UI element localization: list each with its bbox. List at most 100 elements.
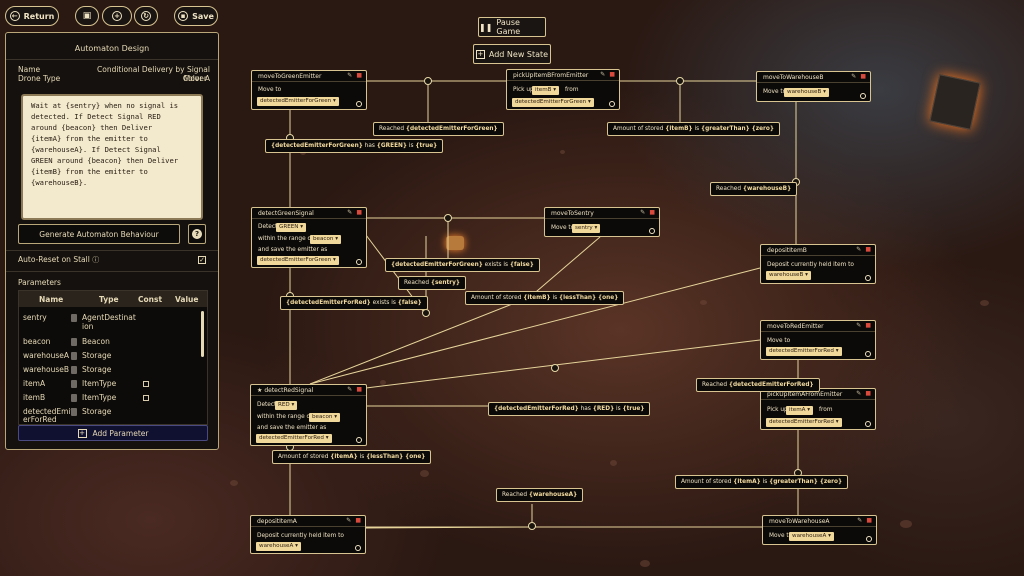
table-row[interactable]: warehouseB Storage (23, 365, 112, 374)
param-chip[interactable]: GREEN ▾ (276, 223, 307, 232)
param-chip[interactable]: itemB ▾ (532, 86, 560, 95)
param-chip[interactable]: beacon ▾ (309, 413, 341, 422)
table-row[interactable]: detectedEmitt erForRed Storage (23, 407, 112, 424)
edit-icon[interactable]: ✎ (347, 72, 353, 79)
connector-handle[interactable] (649, 228, 655, 234)
autoreset-checkbox[interactable]: ✓ (198, 256, 206, 264)
state-node-depositItemB[interactable]: depositItemB ✎■ Deposit currently held i… (760, 244, 876, 284)
connector-handle[interactable] (860, 93, 866, 99)
drone-type-value[interactable]: Mover (183, 74, 207, 83)
table-row[interactable]: sentry AgentDestinat ion (23, 313, 136, 331)
trash-icon[interactable] (71, 366, 77, 374)
param-chip[interactable]: warehouseA ▾ (789, 532, 834, 541)
trash-icon[interactable] (71, 338, 77, 346)
param-chip[interactable]: detectedEmitterForRed ▾ (766, 418, 842, 427)
state-node-moveToGreenEmitter[interactable]: moveToGreenEmitter ✎■ Move to detectedEm… (251, 70, 367, 110)
delete-icon[interactable]: ■ (865, 246, 871, 253)
edit-icon[interactable]: ✎ (851, 73, 857, 80)
edit-icon[interactable]: ✎ (347, 386, 353, 393)
transition-condition[interactable]: Amount of stored {itemB} is {lessThan} {… (465, 291, 625, 305)
transition-condition[interactable]: Amount of stored {itemB} is {greaterThan… (607, 122, 781, 136)
delete-icon[interactable]: ■ (649, 209, 655, 216)
edit-icon[interactable]: ✎ (857, 517, 863, 524)
state-node-detectGreenSignal[interactable]: detectGreenSignal ✎■ Detect GREEN ▾ with… (251, 207, 367, 268)
table-row[interactable]: itemB ItemType (19, 391, 199, 405)
param-chip[interactable]: detectedEmitterForGreen ▾ (257, 97, 339, 106)
param-chip[interactable]: warehouseA ▾ (256, 542, 301, 551)
param-chip[interactable]: warehouseB ▾ (784, 88, 829, 97)
const-checkbox[interactable] (143, 395, 149, 401)
name-value[interactable]: Conditional Delivery by Signal Color A (97, 65, 210, 83)
delete-icon[interactable]: ■ (356, 209, 362, 216)
edit-icon[interactable]: ✎ (640, 209, 646, 216)
table-scrollbar[interactable] (201, 311, 204, 357)
pause-game-button[interactable]: ❚❚ Pause Game (478, 17, 546, 37)
table-row[interactable]: warehouseA Storage (23, 351, 112, 360)
param-chip[interactable]: itemA ▾ (786, 406, 814, 415)
trash-icon[interactable] (71, 394, 77, 402)
transition-condition[interactable]: {detectedEmitterForRed} has {RED} is {tr… (488, 402, 651, 416)
table-row[interactable]: beacon Beacon (23, 337, 110, 346)
state-node-pickUpItemAFromEmitter[interactable]: pickUpItemAFromEmitter ✎■ Pick up itemA … (760, 388, 876, 430)
delete-icon[interactable]: ■ (355, 517, 361, 524)
edit-icon[interactable]: ✎ (856, 246, 862, 253)
delete-icon[interactable]: ■ (865, 390, 871, 397)
delete-icon[interactable]: ■ (860, 73, 866, 80)
help-button[interactable]: ? (188, 224, 206, 244)
edit-icon[interactable]: ✎ (856, 390, 862, 397)
param-chip[interactable]: detectedEmitterForGreen ▾ (512, 98, 594, 107)
trash-icon[interactable] (71, 314, 77, 322)
return-button[interactable]: ← Return (5, 6, 59, 26)
transition-condition[interactable]: Reached {detectedEmitterForGreen} (373, 122, 504, 136)
connector-handle[interactable] (355, 545, 361, 551)
state-node-depositItemA[interactable]: depositItemA ✎■ Deposit currently held i… (250, 515, 366, 554)
connector-handle[interactable] (356, 259, 362, 265)
connector-handle[interactable] (865, 421, 871, 427)
transition-condition[interactable]: Reached {warehouseB} (710, 182, 798, 196)
param-chip[interactable]: beacon ▾ (310, 235, 342, 244)
param-chip[interactable]: detectedEmitterForGreen ▾ (257, 256, 339, 265)
refresh-button[interactable]: ↻ (134, 6, 158, 26)
table-row[interactable]: itemA ItemType (19, 377, 199, 391)
description-textarea[interactable]: Wait at {sentry} when no signal is detec… (21, 94, 203, 220)
edit-icon[interactable]: ✎ (856, 322, 862, 329)
transition-condition[interactable]: Amount of stored {itemA} is {greaterThan… (675, 475, 849, 489)
state-node-moveToRedEmitter[interactable]: moveToRedEmitter ✎■ Move to detectedEmit… (760, 320, 876, 360)
generate-behaviour-button[interactable]: Generate Automaton Behaviour (18, 224, 180, 244)
connector-handle[interactable] (356, 437, 362, 443)
delete-icon[interactable]: ■ (609, 71, 615, 78)
transition-condition[interactable]: Amount of stored {itemA} is {lessThan} {… (272, 450, 432, 464)
edit-icon[interactable]: ✎ (347, 209, 353, 216)
add-new-state-button[interactable]: + Add New State (473, 44, 551, 64)
transition-condition[interactable]: {detectedEmitterForGreen} has {GREEN} is… (265, 139, 444, 153)
add-parameter-button[interactable]: + Add Parameter (18, 425, 208, 441)
const-checkbox[interactable] (143, 381, 149, 387)
param-chip[interactable]: detectedEmitterForRed ▾ (256, 434, 332, 443)
trash-icon[interactable] (71, 380, 77, 388)
connector-handle[interactable] (865, 275, 871, 281)
transition-condition[interactable]: Reached {warehouseA} (496, 488, 584, 502)
connector-handle[interactable] (356, 101, 362, 107)
save-button[interactable]: ▪ Save (174, 6, 218, 26)
trash-icon[interactable] (71, 352, 77, 360)
connector-handle[interactable] (866, 536, 872, 542)
edit-icon[interactable]: ✎ (346, 517, 352, 524)
state-node-pickUpItemBFromEmitter[interactable]: pickUpItemBFromEmitter ✎■ Pick up itemB … (506, 69, 620, 110)
state-node-moveToSentry[interactable]: moveToSentry ✎■ Move to sentry ▾ (544, 207, 660, 237)
transition-condition[interactable]: {detectedEmitterForRed} exists is {false… (280, 296, 428, 310)
state-node-detectRedSignal[interactable]: ★ detectRedSignal ✎■ Detect RED ▾ within… (250, 384, 367, 446)
trash-icon[interactable] (71, 408, 77, 416)
delete-icon[interactable]: ■ (356, 72, 362, 79)
param-chip[interactable]: RED ▾ (275, 401, 298, 410)
state-node-moveToWarehouseB[interactable]: moveToWarehouseB ✎■ Move to warehouseB ▾ (756, 71, 871, 102)
transition-condition[interactable]: {detectedEmitterForGreen} exists is {fal… (385, 258, 540, 272)
param-chip[interactable]: warehouseB ▾ (766, 271, 811, 280)
edit-icon[interactable]: ✎ (600, 71, 606, 78)
connector-handle[interactable] (865, 351, 871, 357)
open-folder-button[interactable]: ▣ (75, 6, 99, 26)
param-chip[interactable]: detectedEmitterForRed ▾ (766, 347, 842, 356)
transition-condition[interactable]: Reached {sentry} (398, 276, 467, 290)
delete-icon[interactable]: ■ (865, 322, 871, 329)
delete-icon[interactable]: ■ (356, 386, 362, 393)
connector-handle[interactable] (609, 101, 615, 107)
